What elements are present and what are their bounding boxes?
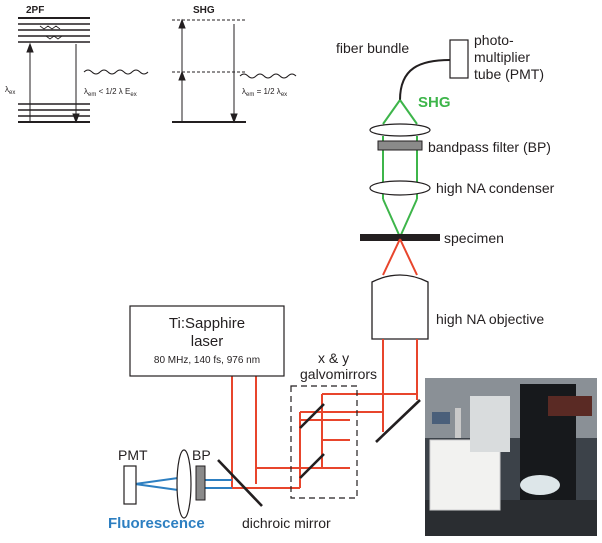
laser-name-2: laser bbox=[191, 333, 224, 350]
pmt-top-label-1: photo- bbox=[474, 32, 514, 48]
galvomirror-assembly: x & y galvomirrors bbox=[290, 350, 377, 499]
twopf-emission-label: λem < 1/2 λ Eex bbox=[84, 87, 137, 98]
twopf-arrows bbox=[26, 42, 80, 124]
pmt-left-label: PMT bbox=[118, 447, 148, 463]
upper-lens bbox=[369, 123, 431, 137]
condenser-label: high NA condenser bbox=[436, 180, 555, 196]
bandpass-filter-label: bandpass filter (BP) bbox=[428, 139, 551, 155]
galvo-label-1: x & y bbox=[318, 350, 349, 366]
objective-red-beam-upper bbox=[382, 238, 418, 276]
galvo-mirror-y bbox=[299, 453, 325, 479]
laser-name-1: Ti:Sapphire bbox=[169, 315, 245, 332]
fluorescence-beam bbox=[134, 477, 232, 491]
bp-left-label: BP bbox=[192, 447, 211, 463]
shg-title: SHG bbox=[193, 5, 215, 16]
laser-beam bbox=[231, 339, 418, 489]
laser-source: Ti:Sapphire laser 80 MHz, 140 fs, 976 nm bbox=[129, 305, 285, 377]
pmt-left-box bbox=[123, 465, 137, 505]
fluorescence-label: Fluorescence bbox=[108, 515, 205, 532]
twopf-energy-diagram: 2PF λex λem < 1/2 λ Eex bbox=[5, 5, 149, 124]
shg-beam-label: SHG bbox=[418, 94, 451, 111]
bp-left-filter bbox=[195, 465, 206, 501]
twopf-emission-wave bbox=[83, 69, 149, 75]
objective-label: high NA objective bbox=[436, 311, 544, 327]
pmt-top-box bbox=[449, 39, 469, 79]
fiber-bundle-label: fiber bundle bbox=[336, 40, 409, 56]
twopf-relaxation-wiggle bbox=[39, 25, 63, 40]
twopf-lower-levels bbox=[18, 103, 90, 123]
collection-lens bbox=[176, 449, 192, 519]
twopf-upper-levels bbox=[18, 17, 90, 43]
dichroic-mirror bbox=[217, 459, 263, 507]
microscope-setup-photo bbox=[425, 378, 597, 536]
galvo-dashed-box bbox=[290, 385, 358, 499]
objective-body bbox=[371, 274, 429, 340]
photo-post bbox=[455, 408, 461, 438]
laser-specs: 80 MHz, 140 fs, 976 nm bbox=[154, 355, 260, 366]
optics-column: bandpass filter (BP) high NA condenser s… bbox=[360, 123, 555, 340]
photo-blue-item bbox=[432, 412, 450, 424]
galvo-label-2: galvomirrors bbox=[300, 366, 377, 382]
bandpass-filter bbox=[377, 140, 423, 151]
shg-beam bbox=[382, 99, 418, 238]
detector-top: fiber bundle photo- multiplier tube (PMT… bbox=[336, 32, 544, 101]
shg-arrows bbox=[178, 18, 238, 124]
fold-mirror bbox=[375, 399, 421, 443]
pmt-top-label-3: tube (PMT) bbox=[474, 66, 544, 82]
photo-stage bbox=[520, 475, 560, 495]
condenser-lens bbox=[369, 180, 431, 196]
shg-emission-wave bbox=[239, 73, 297, 79]
pmt-top-label-2: multiplier bbox=[474, 49, 530, 65]
photo-white-panel bbox=[470, 396, 510, 452]
twopf-excitation-label: λex bbox=[5, 85, 15, 96]
dichroic-label: dichroic mirror bbox=[242, 515, 331, 531]
fiber-bundle-line bbox=[399, 59, 451, 101]
shg-emission-label: λem = 1/2 λex bbox=[242, 87, 287, 98]
shg-energy-diagram: SHG λem = 1/2 λex bbox=[172, 5, 297, 124]
specimen-slide bbox=[360, 234, 440, 241]
twopf-title: 2PF bbox=[26, 5, 44, 16]
fluorescence-path: PMT BP Fluorescence dichroic mirror bbox=[108, 447, 331, 532]
photo-red-unit bbox=[548, 396, 592, 416]
specimen-label: specimen bbox=[444, 230, 504, 246]
galvo-mirror-x bbox=[299, 403, 325, 429]
laser-box bbox=[129, 305, 285, 377]
